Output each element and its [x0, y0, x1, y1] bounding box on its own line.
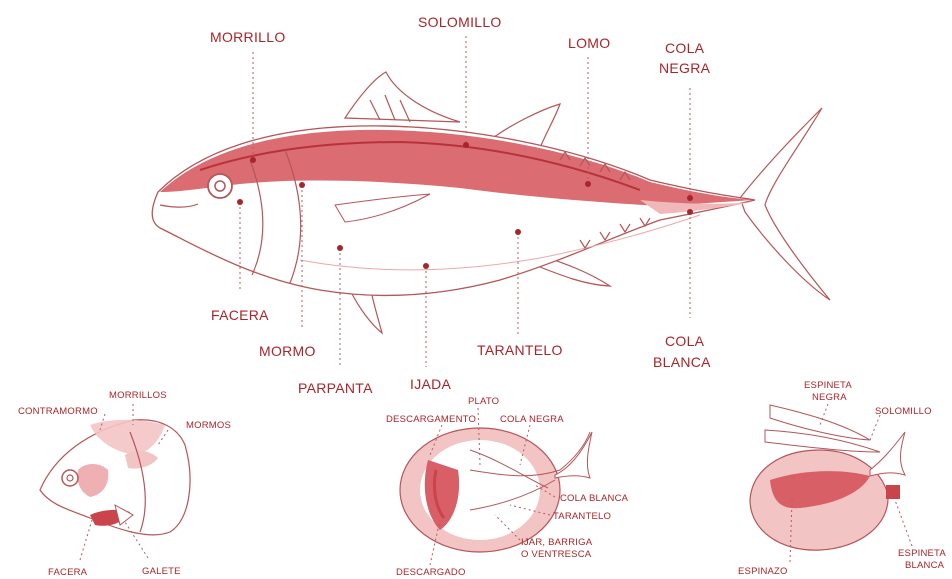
label-tarantelo: TARANTELO	[477, 342, 563, 358]
label-head-facera: FACERA	[48, 567, 88, 578]
label-morrillo: MORRILLO	[210, 29, 286, 45]
label-mormos: MORMOS	[186, 420, 231, 431]
label-espineta-negra-line1: ESPINETA	[804, 380, 852, 391]
label-espineta-blanca-line1: ESPINETA	[898, 548, 946, 559]
label-descargado: DESCARGADO	[396, 567, 466, 578]
label-cola-blanca-line2: BLANCA	[653, 354, 711, 370]
label-cola-negra-line1: COLA	[665, 40, 705, 56]
label-spine-solomillo: SOLOMILLO	[875, 406, 932, 417]
label-ijar-line2: O VENTRESCA	[521, 549, 592, 560]
fish-eye-inner	[215, 181, 225, 191]
main-tuna-illustration	[152, 72, 830, 333]
label-galete: GALETE	[142, 566, 181, 577]
label-parpanta: PARPANTA	[298, 380, 373, 396]
section-detail-illustration	[400, 428, 592, 552]
label-ijar-line1: IJAR, BARRIGA	[521, 537, 593, 548]
label-cola-negra-line2: NEGRA	[659, 60, 711, 76]
pelvic-fin	[350, 290, 382, 333]
label-descargamento: DESCARGAMENTO	[386, 414, 476, 425]
label-ijada: IJADA	[410, 376, 452, 392]
label-mormo: MORMO	[259, 343, 316, 359]
label-espineta-negra-line2: NEGRA	[812, 392, 847, 403]
label-lomo: LOMO	[568, 35, 610, 51]
label-cola-blanca-line1: COLA	[665, 333, 705, 349]
label-section-cola-negra: COLA NEGRA	[500, 414, 564, 425]
dorsal-fin	[345, 72, 460, 122]
label-plato: PLATO	[468, 396, 499, 407]
label-espineta-blanca-line2: BLANCA	[905, 560, 945, 571]
label-espinazo: ESPINAZO	[738, 566, 788, 577]
label-morrillos: MORRILLOS	[109, 390, 167, 401]
label-solomillo: SOLOMILLO	[418, 14, 502, 30]
tail-fin	[740, 108, 830, 300]
label-section-cola-blanca: COLA BLANCA	[560, 493, 629, 504]
label-contramormo: CONTRAMORMO	[18, 406, 98, 417]
spine-detail-illustration	[750, 405, 905, 550]
head-detail-illustration	[40, 420, 190, 535]
label-section-tarantelo: TARANTELO	[553, 511, 611, 522]
label-facera: FACERA	[211, 307, 269, 323]
